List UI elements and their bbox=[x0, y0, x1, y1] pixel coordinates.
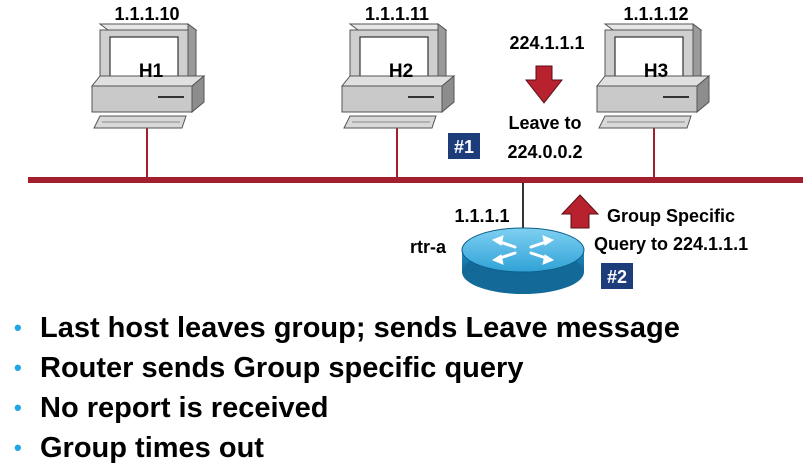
lan-segment bbox=[28, 177, 803, 183]
host-h2: 1.1.1.11 H2 bbox=[341, 4, 455, 129]
host-h3: 1.1.1.12 H3 bbox=[596, 4, 710, 129]
bullet-text: Router sends Group specific query bbox=[40, 351, 524, 384]
bullet-dot-icon: • bbox=[14, 355, 22, 380]
query-line-2: Query to 224.1.1.1 bbox=[594, 234, 748, 254]
bullet-item: • Router sends Group specific query bbox=[14, 348, 680, 388]
arrow-down-icon bbox=[524, 65, 564, 104]
router-ip: 1.1.1.1 bbox=[454, 206, 509, 226]
leave-group-address: 224.1.1.1 bbox=[509, 33, 584, 53]
bullet-item: • No report is received bbox=[14, 388, 680, 428]
bullet-text: No report is received bbox=[40, 391, 329, 424]
host-h1-ip: 1.1.1.10 bbox=[114, 4, 179, 24]
step-badge-2 bbox=[601, 263, 633, 289]
leave-line-2: 224.0.0.2 bbox=[507, 142, 582, 162]
bullet-text: Group times out bbox=[40, 431, 264, 464]
router-rtr-a: 1.1.1.1 rtr-a bbox=[410, 206, 585, 294]
host-h2-ip: 1.1.1.11 bbox=[365, 4, 429, 24]
bullet-dot-icon: • bbox=[14, 315, 22, 340]
bullet-list: • Last host leaves group; sends Leave mes… bbox=[14, 308, 680, 468]
leave-line-1: Leave to bbox=[508, 113, 581, 133]
step-badge-1-label: #1 bbox=[454, 137, 474, 157]
router-icon bbox=[461, 227, 585, 273]
step-badge-2-label: #2 bbox=[607, 267, 627, 287]
arrow-up-icon bbox=[560, 194, 600, 229]
host-h1: 1.1.1.10 H1 bbox=[91, 4, 205, 129]
router-name: rtr-a bbox=[410, 237, 447, 257]
host-h2-name: H2 bbox=[389, 61, 413, 82]
bullet-item: • Last host leaves group; sends Leave mes… bbox=[14, 308, 680, 348]
bullet-dot-icon: • bbox=[14, 435, 22, 460]
network-diagram: 1.1.1.10 H1 1.1.1.11 H2 1.1.1.12 H3 224.… bbox=[28, 4, 803, 294]
host-h1-name: H1 bbox=[139, 61, 164, 82]
bullet-dot-icon: • bbox=[14, 395, 22, 420]
query-line-1: Group Specific bbox=[607, 206, 735, 226]
host-h3-name: H3 bbox=[644, 61, 668, 82]
bullet-text: Last host leaves group; sends Leave mess… bbox=[40, 311, 680, 344]
bullet-item: • Group times out bbox=[14, 428, 680, 468]
step-badge-1 bbox=[448, 133, 480, 159]
host-h3-ip: 1.1.1.12 bbox=[623, 4, 688, 24]
